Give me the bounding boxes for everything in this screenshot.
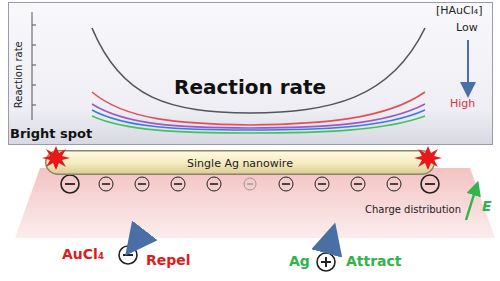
bright-spot-label: Bright spot (10, 127, 92, 142)
repel-arrow (135, 234, 142, 243)
rate-curves (92, 28, 425, 133)
rod-text-holder: Single Ag nanowire (45, 150, 435, 173)
cation-symbol (317, 253, 335, 271)
high-label: High (450, 98, 475, 111)
chart-panel-ground (8, 2, 493, 145)
anion-label: AuCl₄ (62, 246, 104, 262)
nanowire-rod: Single Ag nanowire (45, 150, 435, 175)
repel-label: Repel (146, 252, 191, 268)
charge-plane (15, 168, 495, 238)
low-label: Low (456, 22, 478, 35)
anion-symbol (119, 246, 137, 264)
chart-title: Reaction rate (174, 76, 326, 99)
y-axis (32, 12, 36, 120)
axis-label: Reaction rate (13, 41, 25, 108)
chart-panel: Reaction rate (8, 2, 493, 145)
concentration-label: [HAuCl₄] (436, 5, 483, 18)
field-arrow (466, 188, 476, 220)
negative-charges (61, 175, 439, 193)
charge-distribution-label: Charge distribution (365, 204, 461, 216)
attract-arrow (328, 238, 331, 249)
attract-label: Attract (346, 253, 402, 269)
cation-label: Ag (289, 253, 310, 269)
field-label: E (482, 198, 492, 214)
nanowire-label: Single Ag nanowire (187, 157, 293, 170)
concentration-arrow (467, 40, 469, 90)
rod-shape (46, 151, 435, 175)
